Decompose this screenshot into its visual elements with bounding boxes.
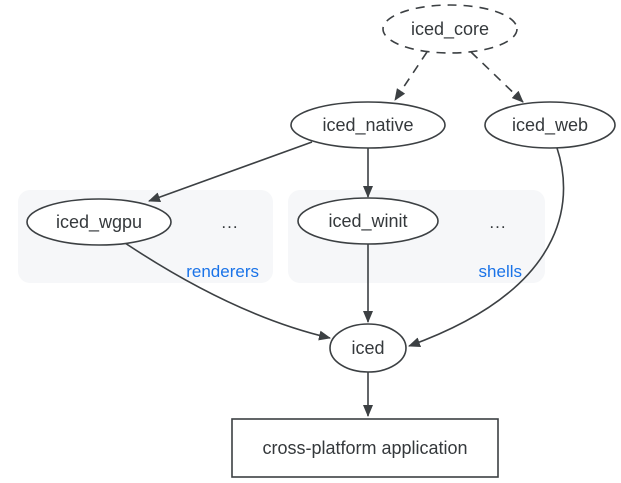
iced-web-ellipse (484, 101, 616, 149)
iced-native-ellipse (290, 101, 446, 149)
iced-ellipse (329, 323, 407, 373)
renderers-ellipsis: ... (221, 213, 238, 232)
edge-iced-wgpu-to-iced (124, 242, 331, 341)
edge-iced-core-to-iced-native (394, 51, 428, 101)
iced-winit-ellipse (297, 197, 439, 245)
iced-winit-label: iced_winit (328, 211, 407, 232)
shells-group-label: shells (479, 262, 522, 281)
node-iced-web: iced_web (484, 101, 616, 149)
edge-iced-web-to-iced (408, 147, 565, 347)
edge-iced-core-to-iced-web (470, 51, 524, 103)
iced-core-label: iced_core (411, 19, 489, 40)
renderers-group-label: renderers (186, 262, 259, 281)
node-iced: iced (329, 323, 407, 373)
node-iced-winit: iced_winit (297, 197, 439, 245)
node-application: cross-platform application (231, 418, 499, 478)
iced-label: iced (351, 338, 384, 358)
application-label: cross-platform application (262, 438, 467, 458)
iced-native-label: iced_native (322, 115, 413, 136)
application-rectangle (231, 418, 499, 478)
iced-core-ellipse (382, 4, 518, 54)
shells-ellipsis: ... (489, 213, 506, 232)
node-iced-wgpu: iced_wgpu (26, 198, 172, 246)
edge-iced-native-to-iced-wgpu (148, 141, 313, 202)
iced-wgpu-ellipse (26, 198, 172, 246)
iced-wgpu-label: iced_wgpu (56, 212, 142, 233)
node-iced-core: iced_core (382, 4, 518, 54)
node-iced-native: iced_native (290, 101, 446, 149)
iced-web-label: iced_web (512, 115, 588, 136)
